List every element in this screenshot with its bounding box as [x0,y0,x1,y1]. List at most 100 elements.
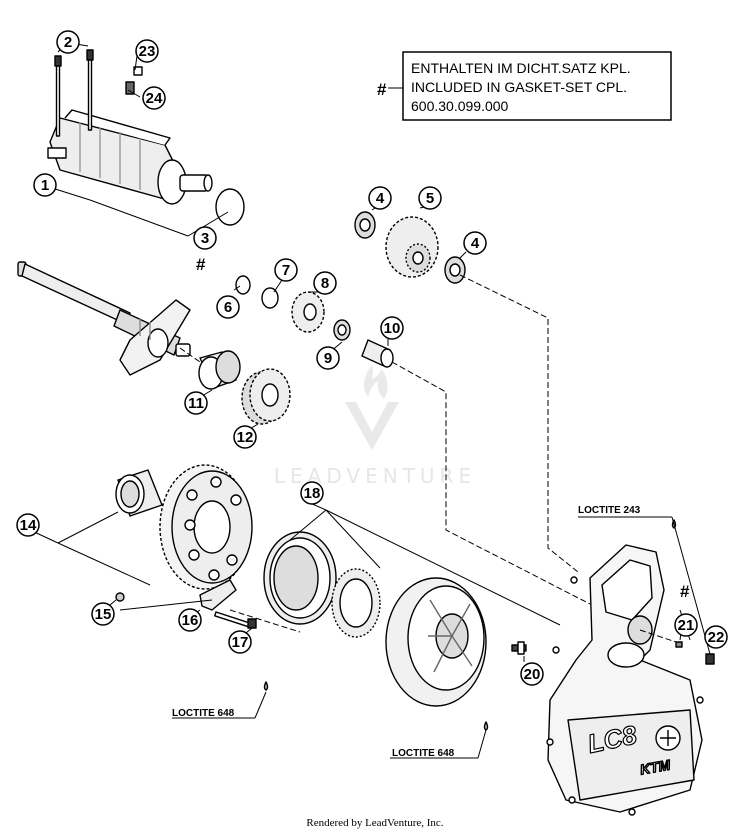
callout-circle [316,346,340,370]
callout-9: 9 [316,346,340,370]
kit-note-line3: 600.30.099.000 [411,98,509,114]
circlip-6 [235,275,251,295]
leader-lines [29,43,711,759]
callout-6: 6 [216,295,240,319]
gasket-marker-3: # [196,255,206,274]
callout-24: 24 [142,86,166,110]
callout-number: 21 [678,617,695,634]
callout-circle [520,662,544,686]
callout-15: 15 [91,602,115,626]
callout-number: 6 [224,299,232,316]
callout-circle [193,226,217,250]
callout-circle [228,630,252,654]
callout-11: 11 [184,391,208,415]
callout-14: 14 [16,513,40,537]
screw-22 [705,653,715,665]
callout-23: 23 [135,39,159,63]
callout-2: 2 [56,30,80,54]
callout-circle [135,39,159,63]
bearing-sleeve-14 [115,469,163,517]
sleeve-10 [361,339,394,368]
callout-5: 5 [418,186,442,210]
callout-circle [184,391,208,415]
freewheel-cage [331,568,381,638]
callout-circle [216,295,240,319]
label-loctite-243: LOCTITE 243 [578,505,641,516]
crankshaft [17,261,191,376]
callout-circle [300,481,324,505]
starter-bolts [54,49,94,137]
kit-note-marker: # [377,80,387,99]
callout-circle [56,30,80,54]
bearing-4-left [354,211,376,239]
callout-17: 17 [228,630,252,654]
callout-circle [463,231,487,255]
assembly-lines [179,274,677,643]
callout-8: 8 [313,271,337,295]
flywheel-rotor [385,577,487,707]
callout-circle [91,602,115,626]
callout-number: 7 [282,262,290,279]
label-loctite-648-b: LOCTITE 648 [392,748,455,759]
starter-ring-gear [159,464,253,590]
callout-number: 5 [426,190,434,207]
callout-16: 16 [178,608,202,632]
freewheel-part-16 [199,579,237,611]
callout-circle [33,173,57,197]
kit-note-box [402,51,672,121]
flame-logo-icon [363,365,388,399]
seal-ring [263,531,337,625]
dowel-15 [115,592,125,602]
gear-5 [385,216,439,278]
callout-circle [16,513,40,537]
gear-12 [241,368,291,425]
loctite-drop-a [263,681,269,691]
callout-number: 22 [708,629,725,646]
callout-10: 10 [380,316,404,340]
starter-motor [47,109,213,205]
callout-18: 18 [300,481,324,505]
label-loctite-648-a: LOCTITE 648 [172,708,235,719]
bolt-17 [214,611,257,629]
callout-number: 2 [64,34,72,51]
callout-circle [274,258,298,282]
kit-note-line1: ENTHALTEN IM DICHT.SATZ KPL. [411,60,631,76]
callout-number: 14 [20,517,37,534]
callout-number: 16 [182,612,199,629]
callout-number: 18 [304,485,321,502]
callout-21: 21 [674,613,698,637]
washer-7 [261,287,279,309]
callout-22: 22 [704,625,728,649]
callout-circle [418,186,442,210]
bolt-20 [511,641,527,655]
callout-number: 12 [237,429,254,446]
callout-number: 1 [41,177,49,194]
callout-circle [380,316,404,340]
ignition-cover: LC8 KTM [546,544,704,816]
cover-badge: KTM [639,757,672,778]
callout-3: 3 [193,226,217,250]
kit-note-line2: INCLUDED IN GASKET-SET CPL. [411,79,627,95]
callout-1: 1 [33,173,57,197]
gasket-kit-note: # ENTHALTEN IM DICHT.SATZ KPL. INCLUDED … [377,51,672,121]
callout-number: 17 [232,634,249,651]
bearing-4-right [444,256,466,284]
callout-circle [178,608,202,632]
callout-circle [233,425,257,449]
callout-circle [368,186,392,210]
callout-number: 9 [324,350,332,367]
callout-number: 11 [188,395,204,412]
callout-4: 4 [463,231,487,255]
callout-number: 24 [146,90,163,107]
callout-7: 7 [274,258,298,282]
terminal-washer [125,81,135,95]
callout-number: 4 [471,235,480,252]
gasket-marker-21: # [680,582,690,601]
callout-number: 20 [524,666,541,683]
callout-number: 3 [201,230,209,247]
needle-bearing-11 [198,350,241,390]
loctite-drop-b [483,721,489,731]
callout-circle [674,613,698,637]
